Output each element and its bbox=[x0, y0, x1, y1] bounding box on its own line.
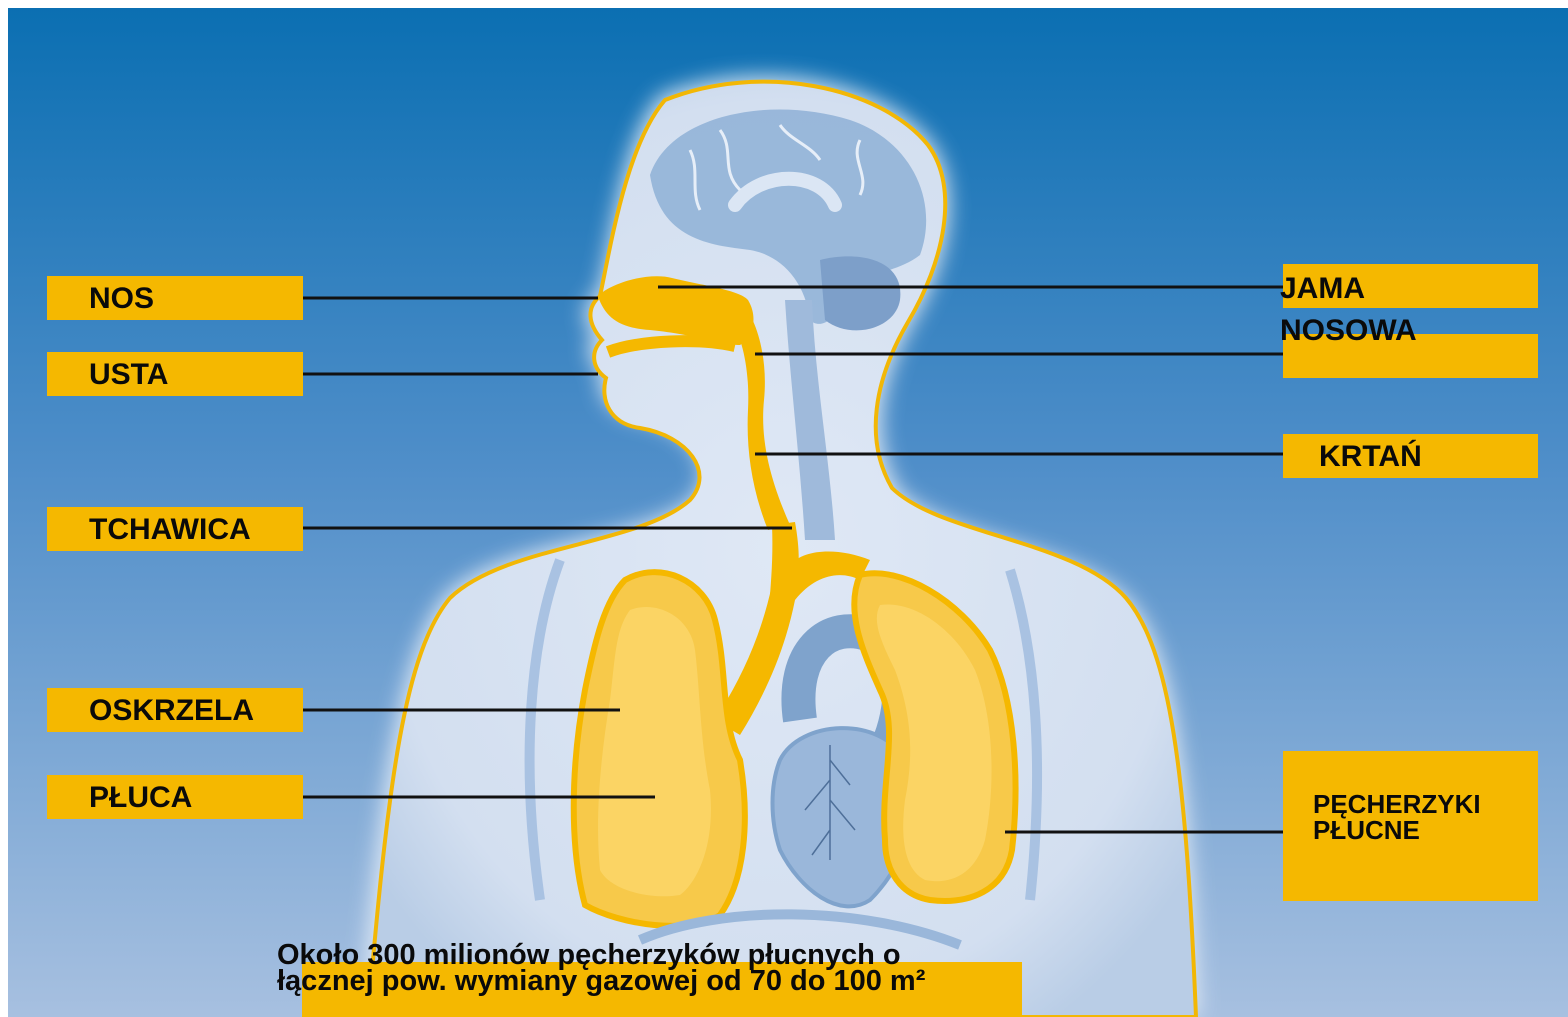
label-usta: USTA bbox=[47, 352, 303, 396]
label-nos: NOS bbox=[47, 276, 303, 320]
label-pecherzyki-line2: PŁUCNE bbox=[1313, 815, 1420, 846]
label-pecherzyki: PĘCHERZYKI PŁUCNE bbox=[1283, 751, 1538, 901]
caption: Około 300 milionów pęcherzyków płucnych … bbox=[277, 942, 925, 994]
label-tchawica: TCHAWICA bbox=[47, 507, 303, 551]
label-jama-nosowa-line1: JAMA bbox=[1280, 272, 1365, 306]
label-oskrzela-text: OSKRZELA bbox=[89, 694, 254, 728]
caption-line2: łącznej pow. wymiany gazowej od 70 do 10… bbox=[277, 968, 925, 994]
label-tchawica-text: TCHAWICA bbox=[89, 513, 251, 547]
label-usta-text: USTA bbox=[89, 358, 168, 392]
label-pluca: PŁUCA bbox=[47, 775, 303, 819]
label-krtan: KRTAŃ bbox=[1283, 434, 1538, 478]
label-nos-text: NOS bbox=[89, 282, 154, 316]
label-pluca-text: PŁUCA bbox=[89, 781, 192, 815]
label-krtan-text: KRTAŃ bbox=[1319, 440, 1422, 474]
label-oskrzela: OSKRZELA bbox=[47, 688, 303, 732]
label-jama-nosowa-line2: NOSOWA bbox=[1280, 314, 1417, 348]
